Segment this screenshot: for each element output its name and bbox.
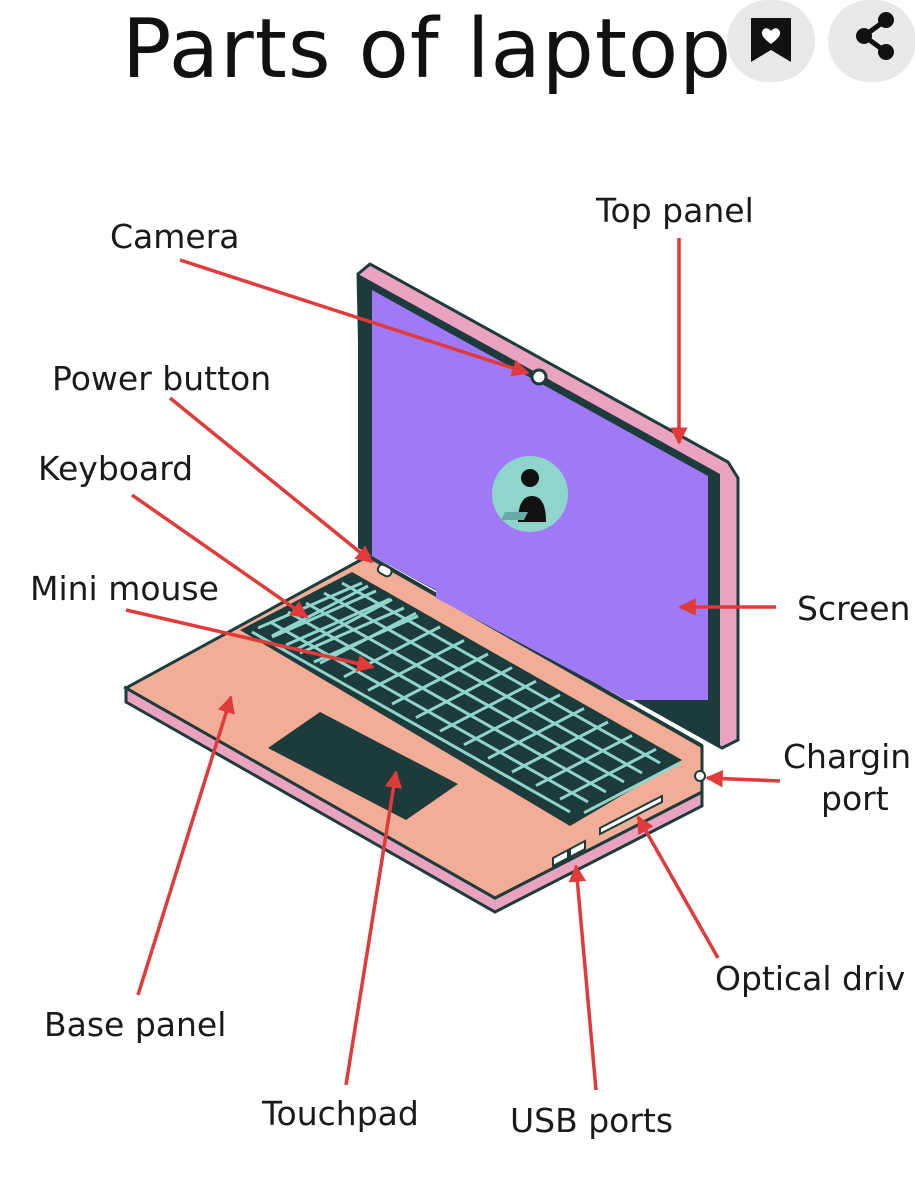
- key-column-line: [319, 611, 417, 665]
- share-button[interactable]: [828, 0, 915, 82]
- label-optical-drive: Optical driv: [715, 959, 906, 998]
- arrow-optical-drive: [636, 815, 720, 959]
- share-icon: [856, 12, 894, 60]
- key-column-line: [487, 707, 585, 760]
- usb-port: [569, 839, 586, 859]
- key-column-line: [367, 639, 465, 692]
- key-column-line: [271, 584, 369, 638]
- page-title: Parts of laptop: [122, 2, 733, 97]
- arrow-charging-port: [705, 769, 781, 788]
- charging-port: [694, 770, 706, 782]
- label-top-panel: Top panel: [596, 191, 754, 230]
- key-column-line: [583, 761, 681, 815]
- power-button: [376, 563, 393, 578]
- camera: [530, 368, 548, 386]
- arrow-touchpad: [344, 770, 403, 1086]
- label-camera: Camera: [110, 217, 240, 256]
- label-keyboard: Keyboard: [38, 449, 194, 488]
- touchpad: [268, 712, 458, 820]
- key-column-line: [415, 666, 513, 719]
- label-charging-port-line2: port: [821, 779, 889, 818]
- key-column-line: [391, 652, 489, 706]
- key-column-line: [511, 720, 609, 774]
- keyboard: [240, 572, 682, 826]
- arrow-usb-ports: [568, 864, 598, 1091]
- arrow-keyboard: [130, 493, 309, 619]
- arrow-base-panel: [136, 695, 235, 996]
- arrow-camera: [179, 258, 530, 377]
- key-column-line: [295, 598, 393, 651]
- label-power-button: Power button: [52, 359, 272, 398]
- label-base-panel: Base panel: [44, 1005, 227, 1044]
- label-usb-ports: USB ports: [510, 1101, 674, 1140]
- optical-drive-slot: [599, 794, 663, 836]
- label-screen: Screen: [797, 589, 911, 628]
- key-column-line: [463, 693, 561, 747]
- label-touchpad: Touchpad: [262, 1094, 419, 1133]
- bookmark-heart-icon: [751, 18, 791, 62]
- arrow-power-button: [168, 396, 374, 564]
- save-button[interactable]: [727, 0, 815, 82]
- key-column-line: [535, 734, 633, 787]
- label-mini-mouse: Mini mouse: [30, 569, 219, 608]
- arrow-mini-mouse: [125, 608, 375, 672]
- label-charging-port-line1: Chargin: [783, 737, 912, 776]
- key-column-line: [559, 747, 657, 801]
- key-column-line: [439, 679, 537, 733]
- usb-port: [552, 848, 569, 868]
